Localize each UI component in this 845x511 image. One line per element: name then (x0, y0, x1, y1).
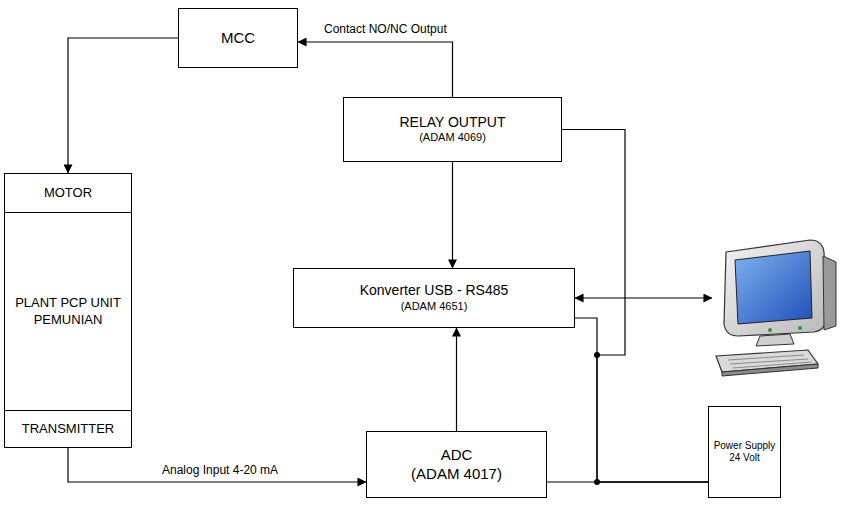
box-text: Konverter USB - RS485 (356, 282, 513, 300)
connector (575, 318, 708, 482)
block-box: ADC(ADAM 4017) (366, 431, 547, 498)
box-text: MCC (217, 29, 259, 48)
monitor-screen (735, 251, 812, 324)
block-box: MOTOR PLANT PCP UNIT PEMUNIAN TRANSMITTER (4, 173, 132, 448)
box-section: MOTOR (5, 174, 131, 212)
box-text: ADC (437, 446, 477, 465)
edge-group (68, 38, 708, 482)
block-box: Konverter USB - RS485(ADAM 4651) (293, 268, 575, 328)
usb-link (575, 297, 712, 298)
monitor-body (724, 240, 826, 336)
box-text: MOTOR (38, 185, 98, 201)
block-box: Power Supply 24 Volt (708, 406, 781, 498)
signal-label: Contact NO/NC Output (322, 22, 449, 36)
connector (68, 448, 366, 482)
key-rows (728, 355, 812, 368)
power-led (798, 326, 802, 330)
box-text: TRANSMITTER (16, 421, 120, 437)
keyboard-edge (722, 364, 818, 376)
box-section: PLANT PCP UNIT PEMUNIAN (5, 212, 131, 410)
box-text: RELAY OUTPUT (395, 114, 509, 132)
box-section: TRANSMITTER (5, 410, 131, 447)
power-led (768, 328, 772, 332)
connector (452, 162, 453, 268)
connector (298, 42, 453, 97)
monitor-back (823, 256, 836, 330)
block-box: RELAY OUTPUT(ADAM 4069) (343, 97, 562, 162)
block-box: MCC (178, 8, 298, 68)
connector (456, 328, 457, 431)
box-text: Power Supply 24 Volt (709, 440, 780, 465)
monitor-stand (756, 334, 794, 346)
box-text: (ADAM 4069) (415, 131, 490, 145)
connector (547, 481, 708, 482)
box-text: PLANT PCP UNIT PEMUNIAN (5, 295, 131, 328)
connector (562, 130, 708, 483)
signal-label: Analog Input 4-20 mA (160, 463, 280, 477)
computer-icon (716, 240, 836, 376)
box-text: (ADAM 4017) (407, 465, 506, 484)
box-text: (ADAM 4651) (397, 300, 472, 314)
connector (68, 38, 178, 173)
